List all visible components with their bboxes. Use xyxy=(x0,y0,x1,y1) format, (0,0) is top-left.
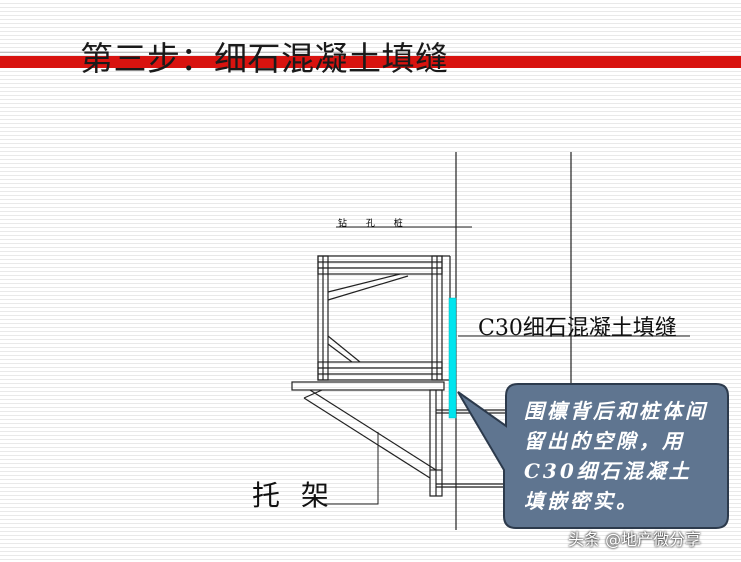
title-divider-line xyxy=(0,52,700,53)
grout-fill-strip xyxy=(448,297,457,419)
waling-bottom-beam xyxy=(317,361,443,381)
bracket-top-plate xyxy=(291,381,445,391)
grout-fill-label: C30细石混凝土填缝 xyxy=(478,316,677,341)
bracket-brace-upper xyxy=(309,389,437,471)
waling-top-beam xyxy=(317,255,443,275)
callout-bubble xyxy=(457,383,729,529)
slide-title: 第三步：细石混凝土填缝 xyxy=(80,39,449,78)
bracket-brace-lower xyxy=(303,397,431,479)
bracket-label: 托 架 xyxy=(252,479,335,512)
title-red-bar xyxy=(0,56,741,68)
callout-text: 围檩背后和桩体间留出的空隙，用C30细石混凝土填嵌密实。 xyxy=(524,399,708,513)
support-bracket xyxy=(291,381,514,497)
watermark: 头条 @地产微分享 xyxy=(568,530,702,549)
bracket-leader-line xyxy=(322,432,379,505)
stiffener-lower xyxy=(327,335,361,363)
pile-label: 钻 孔 桩 xyxy=(338,219,411,229)
stiffener-upper xyxy=(327,273,401,293)
waling-frame xyxy=(317,255,451,381)
